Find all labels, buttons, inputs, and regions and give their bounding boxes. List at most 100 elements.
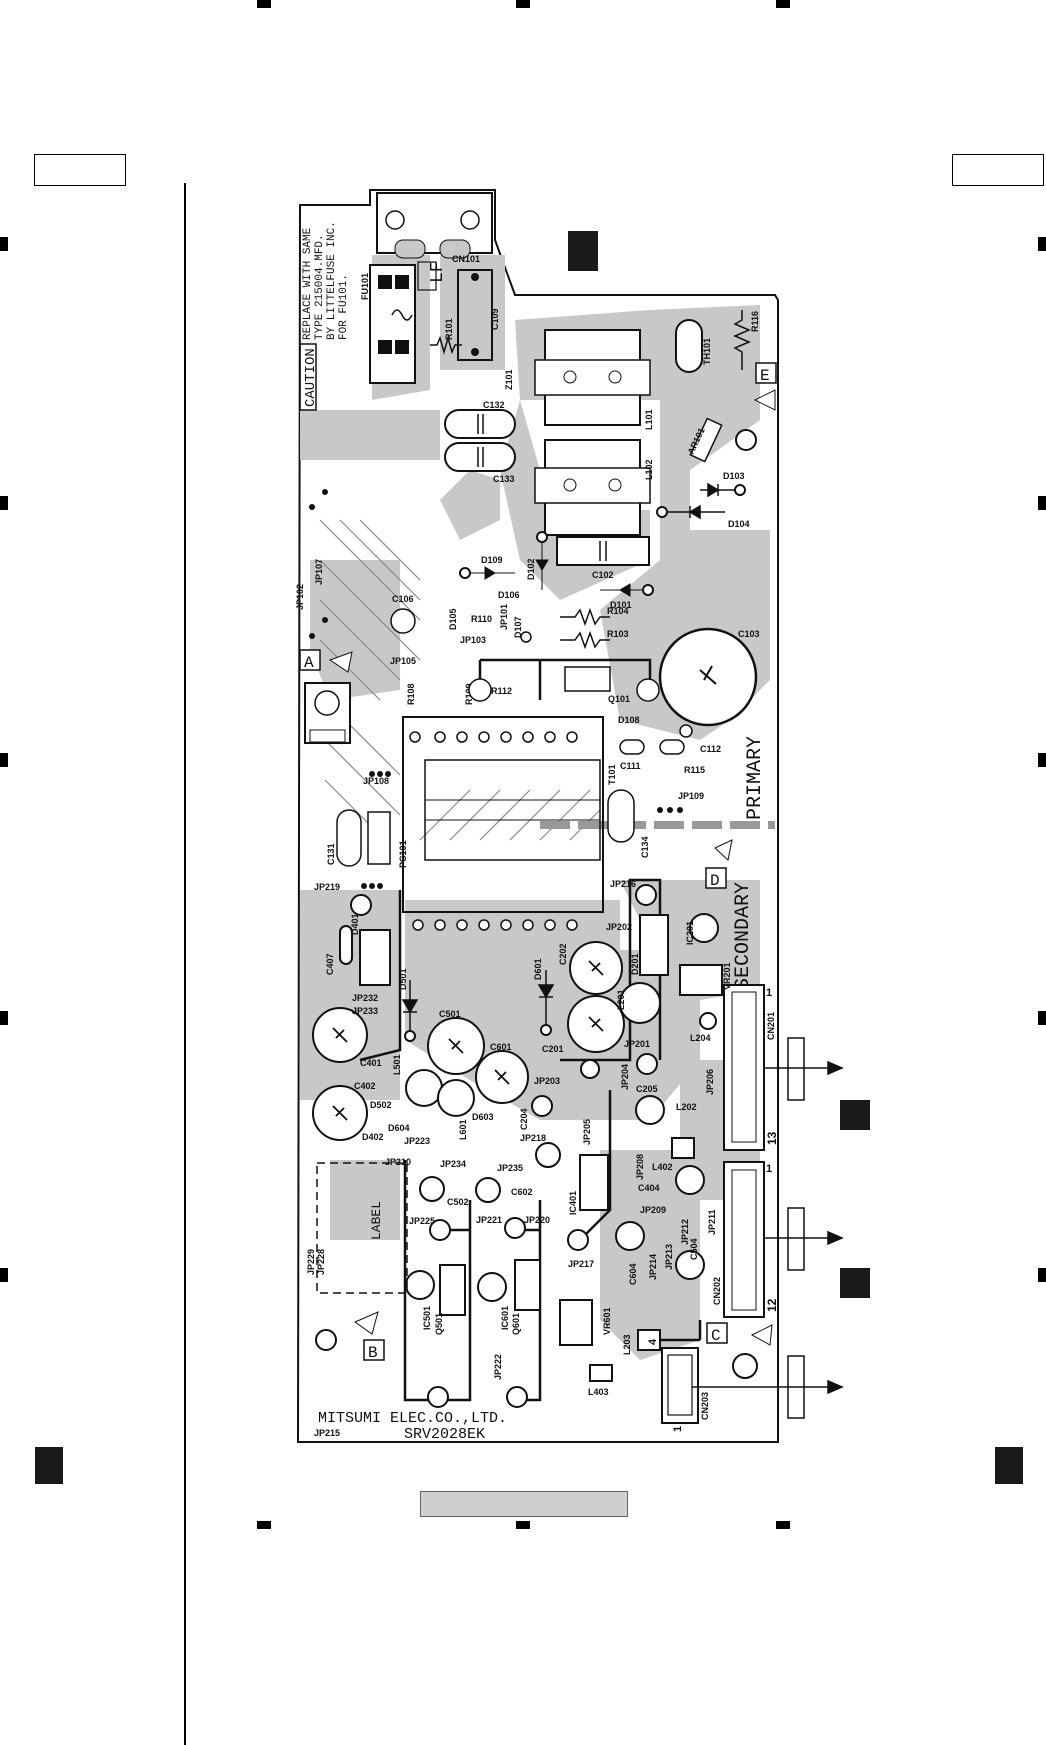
jp219-label: JP219 [314, 882, 340, 892]
jp229-label: JP229 [306, 1249, 316, 1275]
l102-label: L102 [644, 459, 654, 480]
secondary-label: SECONDARY [732, 882, 755, 990]
zone-e: E [760, 367, 770, 385]
d601-label: D601 [533, 958, 543, 980]
jp213-label: JP213 [664, 1244, 674, 1270]
lf-label: LF [428, 261, 448, 283]
registration-mark [516, 1521, 530, 1529]
registration-mark [257, 1521, 271, 1529]
caution-line: BY LITTELFUSE INC. [326, 221, 338, 340]
r101-resistor: R101 [430, 318, 462, 355]
d106-label: D106 [498, 590, 520, 600]
r104-label: R104 [607, 606, 629, 616]
d604-label: D604 [388, 1123, 410, 1133]
c205-label: C205 [636, 1084, 658, 1094]
registration-mark [1038, 753, 1046, 767]
l102-inductor: L102 [534, 439, 654, 536]
c404-label: C404 [638, 1183, 660, 1193]
primary-parts [336, 608, 693, 867]
l203-label: L203 [622, 1334, 632, 1355]
zone-labels: A B C D E [299, 362, 777, 1362]
caution-word: CAUTION [303, 348, 319, 407]
registration-mark [0, 496, 8, 510]
cn203-pin-bottom: 1 [672, 1426, 684, 1432]
d501-label: D501 [398, 968, 408, 990]
c502-label: C502 [447, 1197, 469, 1207]
secondary-caps [312, 429, 758, 1379]
hatch-lines [319, 519, 601, 841]
jp214-label: JP214 [648, 1254, 658, 1280]
divider-line [184, 183, 186, 1745]
section-marker [840, 1268, 870, 1298]
r108-label: R108 [406, 683, 416, 705]
c102-label: C102 [592, 570, 614, 580]
vr201-label: VR201 [722, 962, 732, 990]
d104-diode: D104 [656, 504, 750, 529]
c132-label: C132 [483, 400, 505, 410]
primary-label: PRIMARY [744, 736, 767, 820]
th101-label: TH101 [702, 338, 712, 365]
r116-label: R116 [750, 311, 760, 332]
d102-diode: D102 [526, 531, 549, 590]
registration-mark [1038, 1011, 1046, 1025]
jp208-label: JP208 [635, 1154, 645, 1180]
ic501-label: IC501 [422, 1306, 432, 1330]
d603-label: D603 [472, 1112, 494, 1122]
registration-mark [0, 753, 8, 767]
c401-label: C401 [360, 1058, 382, 1068]
c132-capacitor: C132 [444, 400, 516, 439]
l101-label: L101 [644, 409, 654, 430]
jp105-label: JP105 [390, 656, 416, 666]
registration-mark [0, 1268, 8, 1282]
secondary-labels: JP219 JP216 D401 C407 JP232 JP233 D501 D… [306, 879, 732, 1438]
jp103-label: JP103 [460, 635, 486, 645]
r103-label: R103 [607, 629, 629, 639]
d501-diode [401, 980, 419, 1042]
c204-label: C204 [519, 1108, 529, 1130]
q501-label: Q501 [434, 1313, 444, 1335]
jp225-label: JP225 [409, 1216, 435, 1226]
registration-mark [0, 1011, 8, 1025]
jp109-label: JP109 [678, 791, 704, 801]
cn101-connector: CN101 LF [376, 192, 493, 291]
r101-label: R101 [444, 318, 454, 340]
c202-label: C202 [558, 943, 568, 965]
l101-inductor: L101 [534, 329, 654, 430]
registration-mark [776, 0, 790, 8]
jp221-label: JP221 [476, 1215, 502, 1225]
cn201-pin-bottom: 13 [765, 1131, 779, 1145]
d601-diode [537, 970, 555, 1036]
d104-label: D104 [728, 519, 750, 529]
c504-label: C504 [689, 1238, 699, 1260]
l402-label: L402 [652, 1162, 673, 1172]
label-text: LABEL [369, 1201, 384, 1240]
r112-label: R112 [491, 686, 512, 696]
jp101-label: JP101 [499, 604, 509, 630]
c106-label: C106 [392, 594, 414, 604]
d109-label: D109 [481, 555, 503, 565]
zone-d: D [710, 872, 720, 890]
c133-label: C133 [493, 474, 515, 484]
l202-label: L202 [676, 1102, 697, 1112]
jp235-label: JP235 [497, 1163, 523, 1173]
cn201-connector: 1 13 CN201 [723, 984, 779, 1151]
c103-label: C103 [738, 629, 760, 639]
jp107-label: JP107 [314, 559, 324, 585]
r103-resistor: R103 [560, 629, 629, 650]
jp217-label: JP217 [568, 1259, 594, 1269]
ic401-label: IC401 [568, 1191, 578, 1215]
registration-mark [0, 237, 8, 251]
label-region [316, 1162, 408, 1294]
th101-thermistor: TH101 [675, 319, 712, 373]
d103-diode: D103 [700, 471, 746, 498]
cn203-pin-top: 4 [647, 1338, 659, 1345]
jp206-label: JP206 [705, 1069, 715, 1095]
d108-label: D108 [618, 715, 640, 725]
c102-capacitor: C102 [556, 536, 650, 580]
jp234-label: JP234 [440, 1159, 466, 1169]
cn202-label: CN202 [712, 1277, 722, 1305]
registration-mark [257, 0, 271, 8]
d502-label: D502 [370, 1100, 392, 1110]
jp216-label: JP216 [610, 879, 636, 889]
c103-capacitor: C103 [658, 627, 760, 727]
